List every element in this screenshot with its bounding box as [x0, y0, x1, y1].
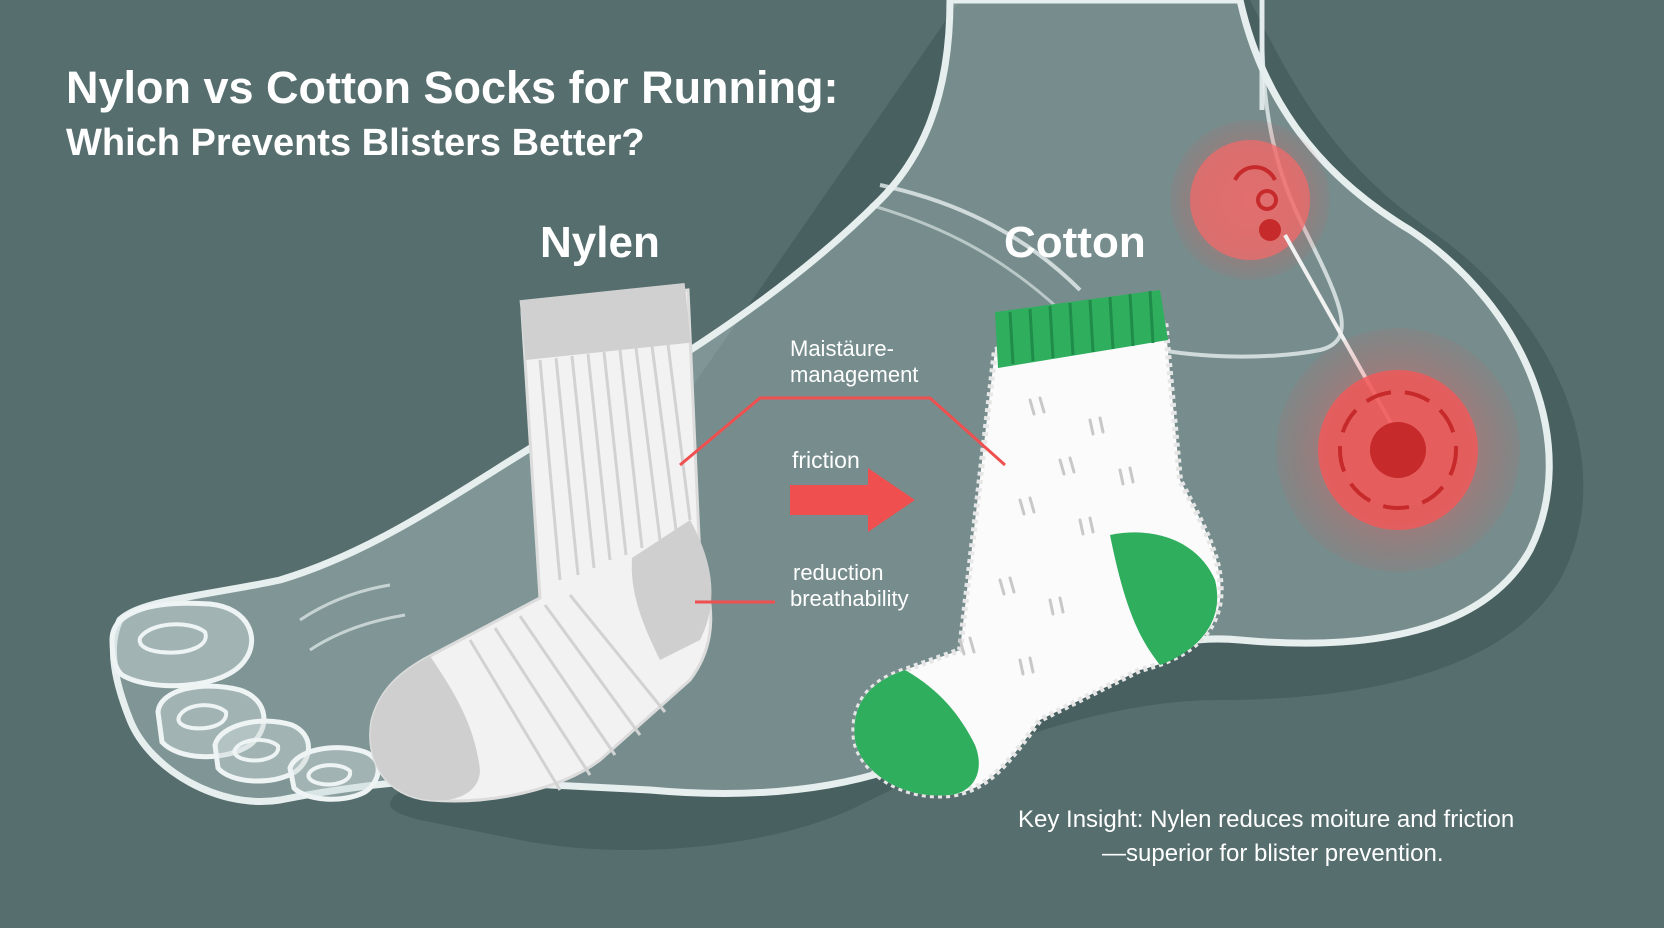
instep-line-2	[869, 203, 1062, 312]
cotton-sock	[851, 290, 1224, 799]
nylon-sock	[369, 282, 713, 803]
nylon-label: Nylen	[540, 218, 660, 267]
blister-marker-heel	[1276, 328, 1520, 572]
moisture-label-line-2: management	[790, 362, 919, 387]
breathability-label: breathability	[790, 586, 909, 611]
key-insight-line-2: —superior for blister prevention.	[1102, 840, 1444, 867]
title-line-2: Which Prevents Blisters Better?	[66, 122, 645, 164]
instep-line	[879, 183, 1082, 292]
arrow-right-icon	[790, 468, 915, 532]
title-line-1: Nylon vs Cotton Socks for Running:	[66, 62, 839, 113]
blister-marker-upper	[1170, 120, 1330, 280]
toe-creases	[299, 583, 406, 652]
friction-label: friction	[792, 447, 860, 473]
ankle-line	[1119, 0, 1344, 359]
moisture-label-line-1: Maistäure-	[790, 336, 894, 361]
cotton-cuff-ribs	[1008, 290, 1155, 365]
key-insight-line-1: Key Insight: Nylen reduces moiture and f…	[1018, 806, 1515, 833]
nylon-ribs	[468, 343, 692, 791]
toes	[109, 600, 381, 802]
reduction-label: reduction	[793, 560, 884, 585]
toenails	[137, 622, 353, 787]
cotton-texture	[958, 396, 1135, 676]
moisture-connector	[679, 396, 1006, 467]
cotton-label: Cotton	[1004, 218, 1146, 267]
